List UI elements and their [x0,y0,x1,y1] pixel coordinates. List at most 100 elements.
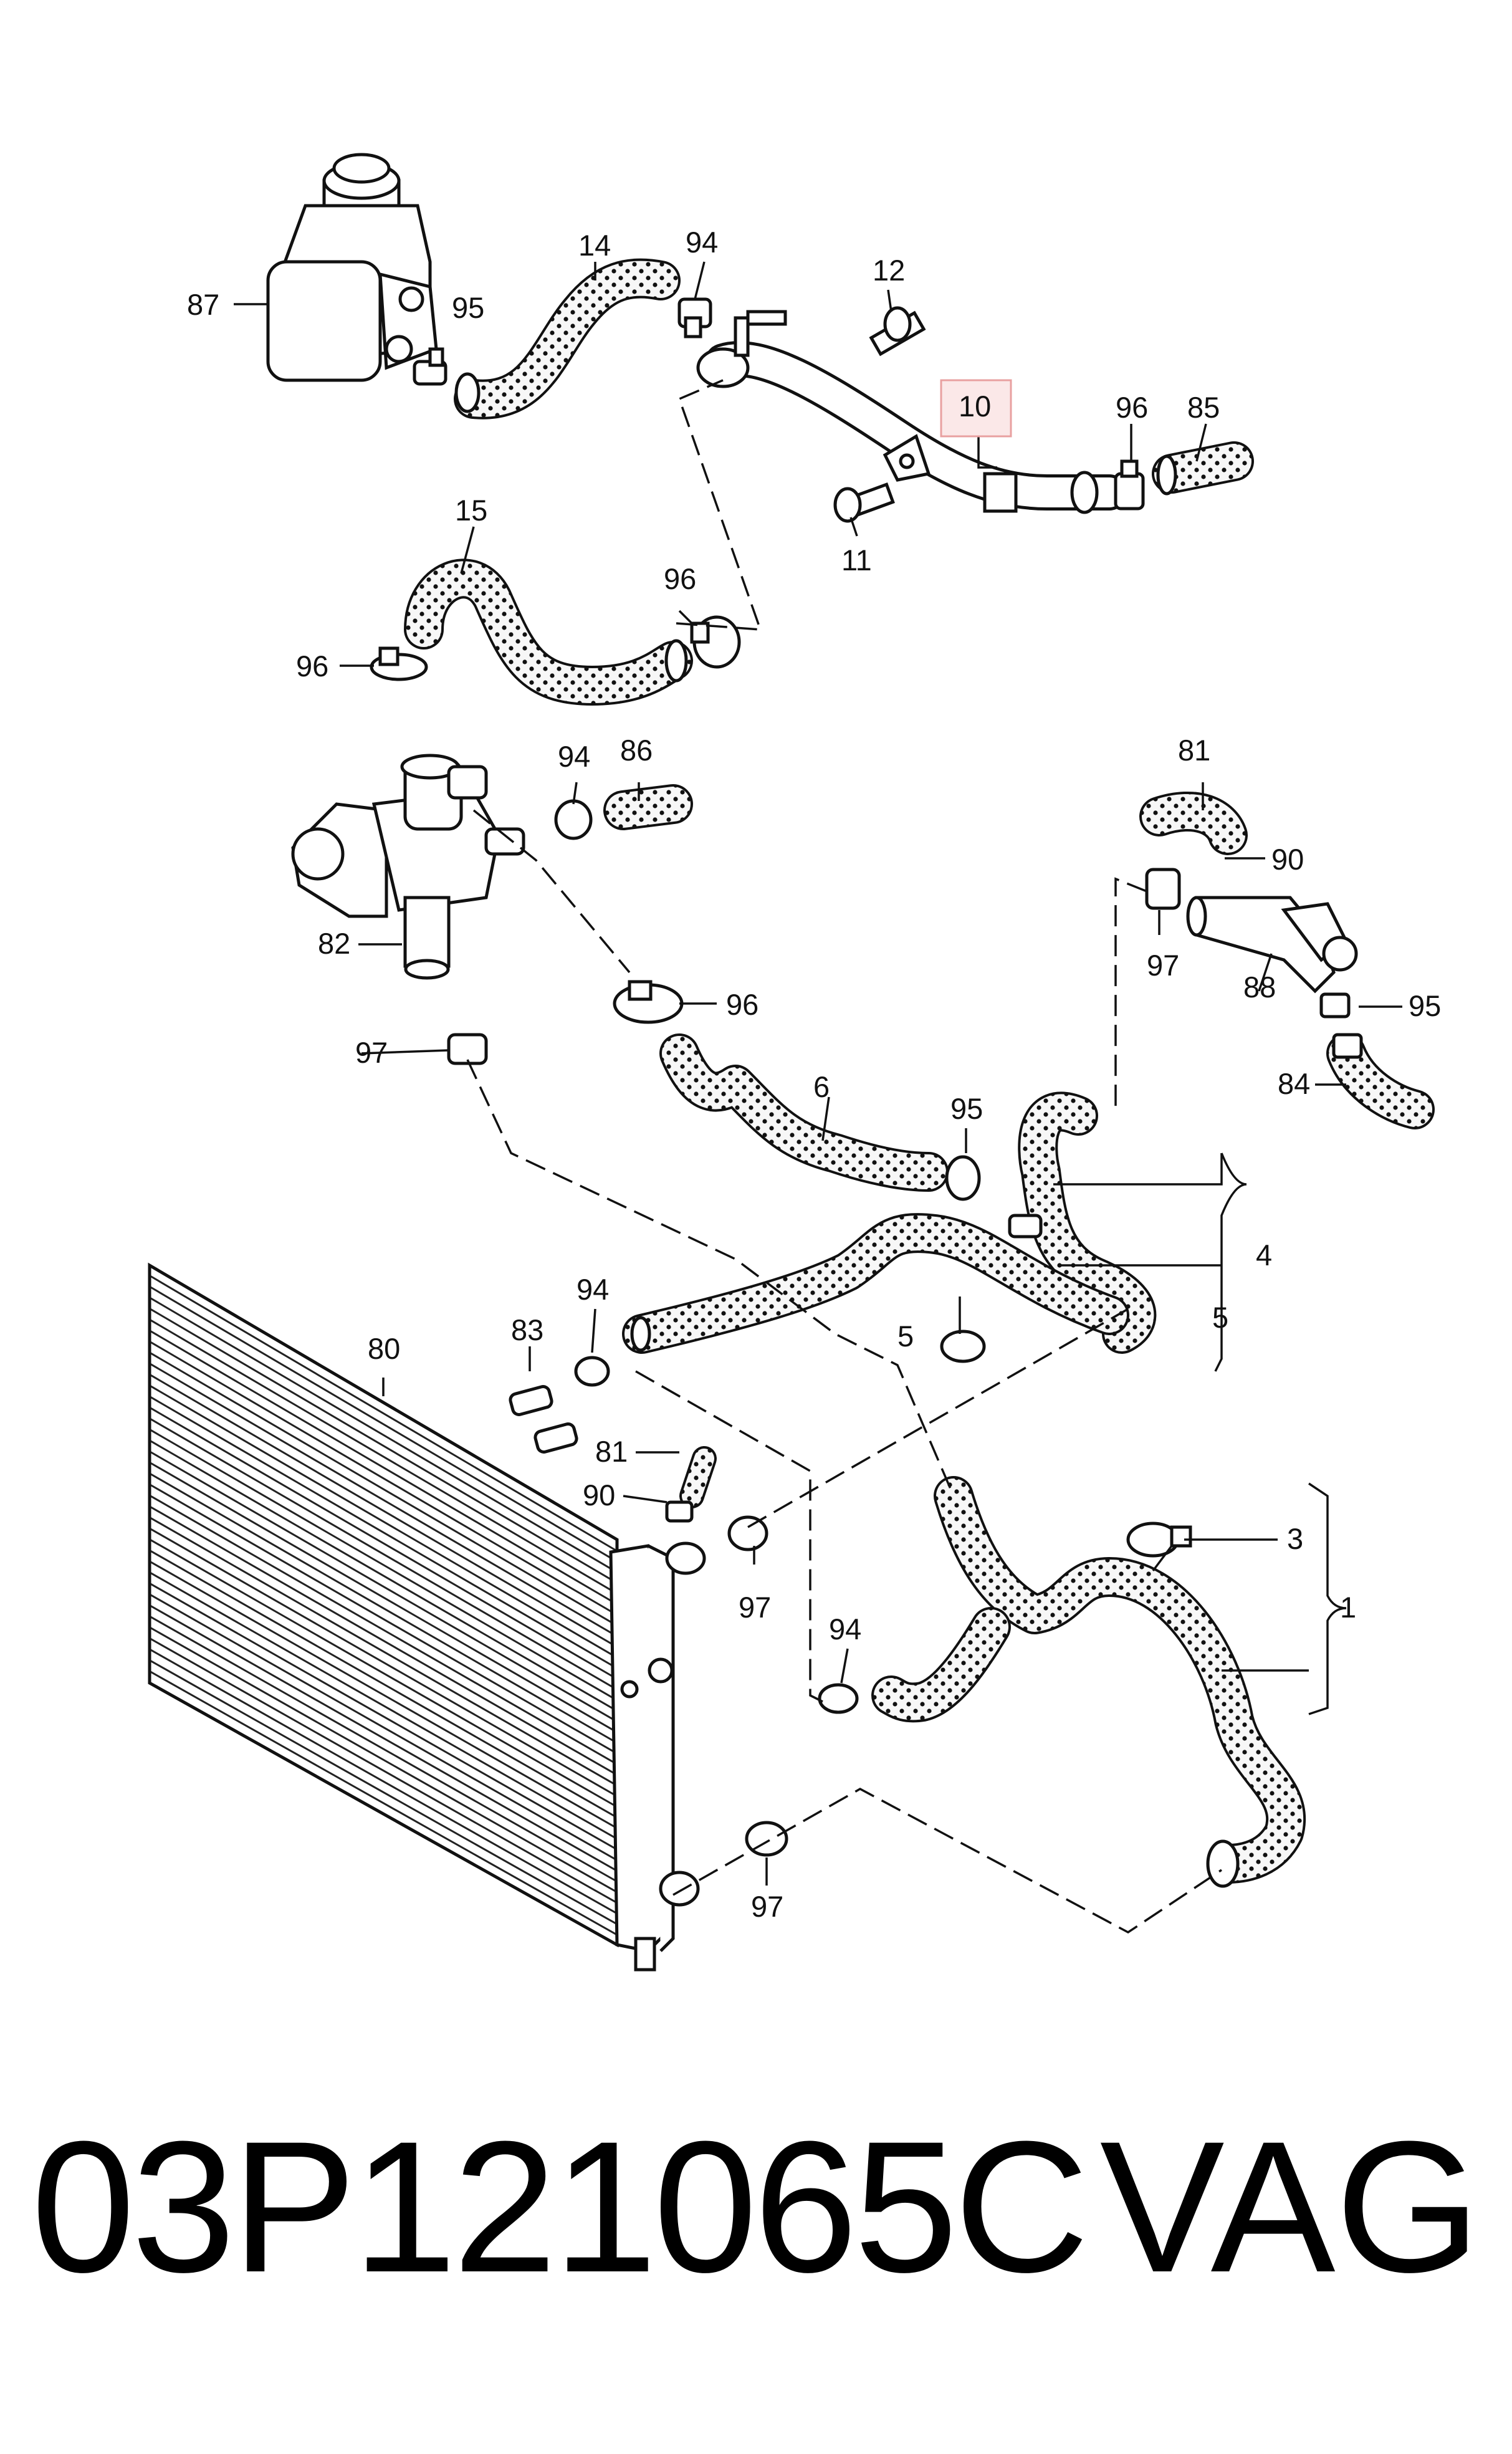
coolant-flange-88 [1186,896,1358,994]
clamp-94-upper [677,297,712,338]
callout-95-right: 95 [1409,989,1441,1022]
brand-name: VAG [1099,2102,1481,2311]
hose-81-lower [679,1446,717,1508]
radiator-fin [150,1341,616,1616]
radiator-fin [150,1572,616,1839]
radiator-fin [150,1561,616,1829]
callout-10: 10 [959,390,991,423]
callout-96-left: 96 [296,649,328,683]
highlight-box-10 [940,379,1012,438]
callout-15: 15 [455,494,487,527]
callout-labels: 1 3 4 5 5 6 10 11 12 14 15 80 81 81 82 8… [187,226,1441,1923]
callout-1: 1 [1340,1591,1356,1624]
part-number: 03P121065C [31,2102,1089,2311]
callout-6: 6 [813,1070,830,1103]
callout-90-upper: 90 [1271,843,1304,876]
callout-88: 88 [1243,971,1276,1004]
callout-83: 83 [511,1313,543,1346]
radiator-fin [150,1286,616,1562]
radiator-fin [150,1396,616,1669]
radiator-fin [150,1594,616,1861]
callout-3: 3 [1287,1522,1303,1555]
clamp-95-upper [413,347,447,386]
callout-4: 4 [1256,1239,1272,1272]
radiator-fin [150,1616,616,1882]
radiator-fin [150,1473,616,1743]
radiator-fin [150,1462,616,1733]
radiator-fin [150,1517,616,1786]
callout-86: 86 [620,734,653,767]
radiator-fin [150,1385,616,1658]
radiator-fin [150,1671,616,1935]
clamp-96-left [370,646,428,681]
hose-14 [454,258,681,419]
radiator-fin [150,1308,616,1583]
callout-11: 11 [841,544,872,577]
fitting-90-lower [665,1500,694,1523]
radiator-fin [150,1649,616,1914]
clamp-94-lower [818,1683,859,1714]
callout-97-upper: 97 [355,1036,388,1069]
clamp-97-upper [447,1033,488,1065]
radiator-80 [148,1262,706,1972]
clamp-96-center [690,615,741,669]
radiator-fin [150,1660,616,1925]
callout-95-upper: 95 [452,291,484,324]
callout-94-upper: 94 [686,226,718,259]
callout-97-radiator-lower: 97 [751,1890,783,1923]
radiator-fin [150,1363,616,1637]
clamp-95-right [1319,992,1363,1059]
clamp-95-mid [945,1155,981,1201]
clamp-3 [1126,1522,1192,1558]
clamp-94-mid [554,799,593,840]
callout-5-left: 5 [897,1320,914,1353]
clamp-96-lower [613,980,684,1024]
callout-80: 80 [368,1332,400,1365]
clamp-94-lower-left [574,1356,610,1387]
radiator-fin [150,1374,616,1647]
radiator-fin [150,1319,616,1594]
radiator-fin [150,1352,616,1626]
radiator-fin [150,1429,616,1700]
callout-85: 85 [1187,391,1220,424]
radiator-fin [150,1495,616,1765]
hose-83 [509,1385,578,1454]
radiator-fin [150,1539,616,1807]
oil-filter-housing [266,153,438,382]
callout-94-lower: 94 [829,1613,861,1646]
radiator-fin [150,1330,616,1604]
radiator-fin [150,1484,616,1754]
callout-96-center: 96 [664,562,696,595]
radiator-fin [150,1440,616,1711]
callout-97-right: 97 [1147,949,1179,982]
hose-86 [603,784,693,830]
hose-84 [1326,1033,1435,1129]
callout-5-right: 5 [1212,1301,1228,1334]
callout-82: 82 [318,927,350,960]
radiator-fin [150,1275,616,1551]
dashed-connection-lines [466,379,1222,1934]
hose-6 [659,1033,949,1192]
callout-95-mid: 95 [950,1092,983,1125]
callout-81-upper: 81 [1178,734,1210,767]
hose-85 [1152,441,1254,496]
callout-14: 14 [578,229,611,262]
callout-96-right: 96 [1116,391,1148,424]
radiator-fin [150,1550,616,1818]
radiator-fin [150,1627,616,1892]
hose-15 [404,558,693,706]
hose-81-upper [1139,792,1248,855]
radiator-fin [150,1638,616,1903]
bolt-12 [869,306,926,357]
thermostat-housing [291,754,525,980]
radiator-fin [150,1451,616,1722]
callout-97-radiator-upper: 97 [739,1591,771,1624]
callout-12: 12 [873,254,905,287]
hose-1 [871,1476,1306,1888]
clamp-97-radiator-upper [727,1515,768,1551]
radiator-fin [150,1407,616,1679]
callout-94-mid: 94 [558,740,590,773]
callout-87: 87 [187,288,219,321]
radiator-fin [150,1605,616,1871]
